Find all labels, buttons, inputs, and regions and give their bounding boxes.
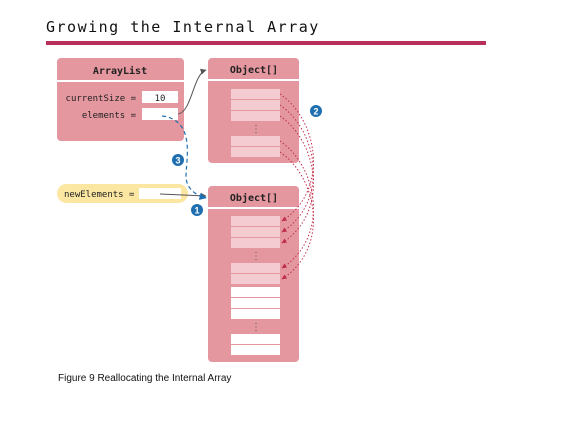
current-size-value: 10 (155, 94, 166, 104)
old-array-ellipsis: ⋮ (251, 124, 261, 135)
old-array-box: Object[] ⋮ (208, 58, 299, 163)
elements-reassign-arrow (161, 115, 207, 200)
arraylist-header: ArrayList (93, 65, 147, 77)
elements-field (142, 108, 178, 120)
callout-step-1: 1 (191, 204, 203, 216)
new-array-cell-copied (231, 263, 280, 273)
figure-caption: Figure 9 Reallocating the Internal Array (58, 373, 232, 384)
old-array-header: Object[] (230, 64, 278, 76)
new-elements-variable: newElements = (57, 184, 188, 203)
old-array-cell (231, 100, 280, 110)
callout-step-3-number: 3 (175, 156, 180, 166)
elements-label: elements = (82, 111, 137, 121)
new-array-cell-empty (231, 334, 280, 344)
callout-step-2: 2 (310, 105, 322, 117)
callout-step-1-number: 1 (194, 206, 199, 216)
new-array-ellipsis-top: ⋮ (251, 251, 261, 262)
arraylist-box: ArrayList currentSize = 10 elements = (57, 58, 184, 141)
title-rule (46, 41, 486, 45)
old-array-cell (231, 111, 280, 121)
new-array-cell-empty (231, 309, 280, 319)
page-title: Growing the Internal Array (46, 18, 320, 36)
old-array-cell (231, 147, 280, 157)
new-elements-label: newElements = (64, 190, 135, 200)
new-array-cell-copied (231, 238, 280, 248)
new-array-cell-empty (231, 298, 280, 308)
elements-old-reference-arrow (177, 68, 207, 115)
new-elements-field (139, 188, 181, 199)
new-array-ellipsis-bottom: ⋮ (251, 322, 261, 333)
new-array-cell-copied (231, 274, 280, 284)
old-array-cell (231, 136, 280, 146)
new-array-cell-copied (231, 216, 280, 226)
current-size-field (142, 91, 178, 103)
new-array-cell-copied (231, 227, 280, 237)
new-array-cell-empty (231, 345, 280, 355)
new-array-box: Object[] ⋮ ⋮ (208, 186, 299, 362)
new-elements-reference-arrow (159, 192, 207, 199)
callout-step-3: 3 (172, 154, 184, 166)
old-array-cell (231, 89, 280, 99)
current-size-label: currentSize = (66, 94, 137, 104)
callout-step-2-number: 2 (313, 107, 318, 117)
new-array-cell-empty (231, 287, 280, 297)
new-array-header: Object[] (230, 192, 278, 204)
